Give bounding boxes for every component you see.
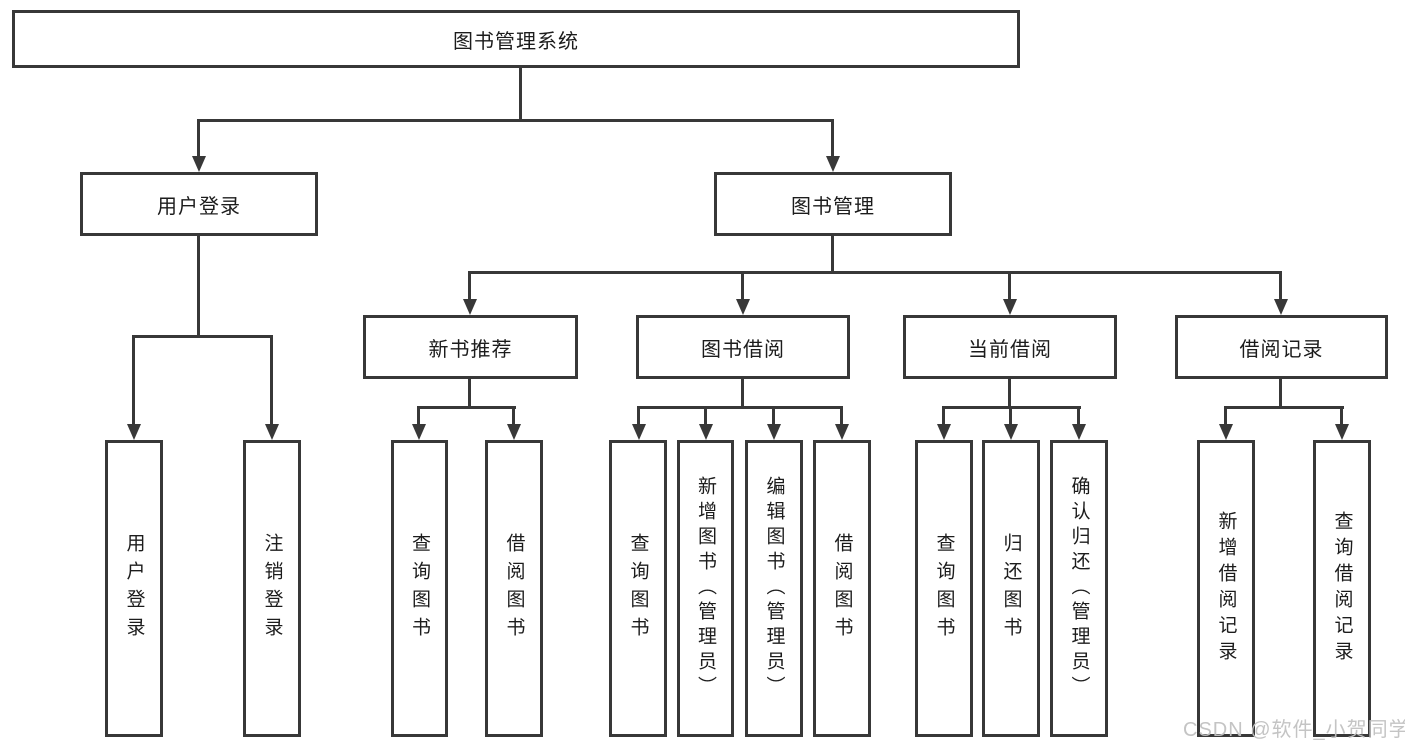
arrowhead-leaf bbox=[632, 424, 646, 440]
connector-leaf bbox=[942, 406, 945, 426]
arrowhead-to-leaf-logout bbox=[265, 424, 279, 440]
arrowhead-leaf bbox=[412, 424, 426, 440]
connector-level3-rail bbox=[468, 271, 1282, 274]
arrowhead-to-current-borrow bbox=[1003, 299, 1017, 315]
arrowhead-leaf bbox=[835, 424, 849, 440]
node-book-borrow: 图书借阅 bbox=[636, 315, 850, 379]
arrowhead-leaf bbox=[699, 424, 713, 440]
connector-leaf bbox=[512, 406, 515, 426]
arrowhead-leaf bbox=[937, 424, 951, 440]
watermark-csdn: CSDN @软件_小贺同学 bbox=[1183, 719, 1405, 741]
arrowhead-leaf bbox=[767, 424, 781, 440]
connector-borrow-records-stub bbox=[1279, 377, 1282, 408]
connector-leaf bbox=[1224, 406, 1227, 426]
arrowhead-leaf bbox=[1219, 424, 1233, 440]
connector-leaf bbox=[1077, 406, 1080, 426]
arrowhead-to-book-management bbox=[826, 156, 840, 172]
leaf-query-books-current: 查询图书 bbox=[915, 440, 973, 737]
arrowhead-leaf bbox=[507, 424, 521, 440]
connector-leaf bbox=[772, 406, 775, 426]
connector-user-login-rail bbox=[132, 335, 273, 338]
leaf-logout: 注销登录 bbox=[243, 440, 301, 737]
node-borrow-records: 借阅记录 bbox=[1175, 315, 1388, 379]
arrowhead-to-user-login bbox=[192, 156, 206, 172]
connector-book-borrow-stub bbox=[741, 377, 744, 408]
node-user-login: 用户登录 bbox=[80, 172, 318, 236]
connector-leaf bbox=[637, 406, 640, 426]
connector-current-borrow-stub bbox=[1008, 377, 1011, 408]
connector-to-leaf-user-login bbox=[132, 335, 135, 425]
connector-to-book-management bbox=[831, 119, 834, 157]
connector-new-book-recommend-rail bbox=[418, 406, 516, 409]
leaf-confirm-return-admin: 确认归还（管理员） bbox=[1050, 440, 1108, 737]
leaf-add-borrow-record: 新增借阅记录 bbox=[1197, 440, 1255, 737]
connector-to-new-book-recommend bbox=[468, 271, 471, 300]
arrowhead-to-new-book-recommend bbox=[463, 299, 477, 315]
leaf-return-book: 归还图书 bbox=[982, 440, 1040, 737]
connector-to-current-borrow bbox=[1008, 271, 1011, 300]
connector-leaf bbox=[840, 406, 843, 426]
connector-root-stub bbox=[519, 65, 522, 119]
node-current-borrow: 当前借阅 bbox=[903, 315, 1117, 379]
connector-to-book-borrow bbox=[741, 271, 744, 300]
leaf-borrow-books: 借阅图书 bbox=[813, 440, 871, 737]
leaf-add-book-admin: 新增图书（管理员） bbox=[677, 440, 734, 737]
connector-new-book-recommend-stub bbox=[468, 377, 471, 408]
connector-leaf bbox=[1340, 406, 1343, 426]
connector-to-borrow-records bbox=[1279, 271, 1282, 300]
arrowhead-leaf bbox=[1004, 424, 1018, 440]
arrowhead-leaf bbox=[1072, 424, 1086, 440]
arrowhead-to-book-borrow bbox=[736, 299, 750, 315]
connector-user-login-stub bbox=[197, 234, 200, 337]
leaf-user-login: 用户登录 bbox=[105, 440, 163, 737]
connector-to-leaf-logout bbox=[270, 335, 273, 425]
leaf-query-borrow-record: 查询借阅记录 bbox=[1313, 440, 1371, 737]
connector-leaf bbox=[704, 406, 707, 426]
node-new-book-recommend: 新书推荐 bbox=[363, 315, 578, 379]
arrowhead-to-leaf-user-login bbox=[127, 424, 141, 440]
connector-leaf bbox=[417, 406, 420, 426]
connector-book-management-stub bbox=[831, 234, 834, 273]
connector-book-borrow-rail bbox=[637, 406, 843, 409]
leaf-borrow-books-recommend: 借阅图书 bbox=[485, 440, 543, 737]
connector-borrow-records-rail bbox=[1224, 406, 1344, 409]
leaf-query-books-recommend: 查询图书 bbox=[391, 440, 448, 737]
connector-level2-rail bbox=[197, 119, 834, 122]
leaf-query-books-borrow: 查询图书 bbox=[609, 440, 667, 737]
arrowhead-leaf bbox=[1335, 424, 1349, 440]
connector-to-user-login bbox=[197, 119, 200, 157]
connector-leaf bbox=[1009, 406, 1012, 426]
node-book-management: 图书管理 bbox=[714, 172, 952, 236]
node-root: 图书管理系统 bbox=[12, 10, 1020, 68]
leaf-edit-book-admin: 编辑图书（管理员） bbox=[745, 440, 803, 737]
arrowhead-to-borrow-records bbox=[1274, 299, 1288, 315]
